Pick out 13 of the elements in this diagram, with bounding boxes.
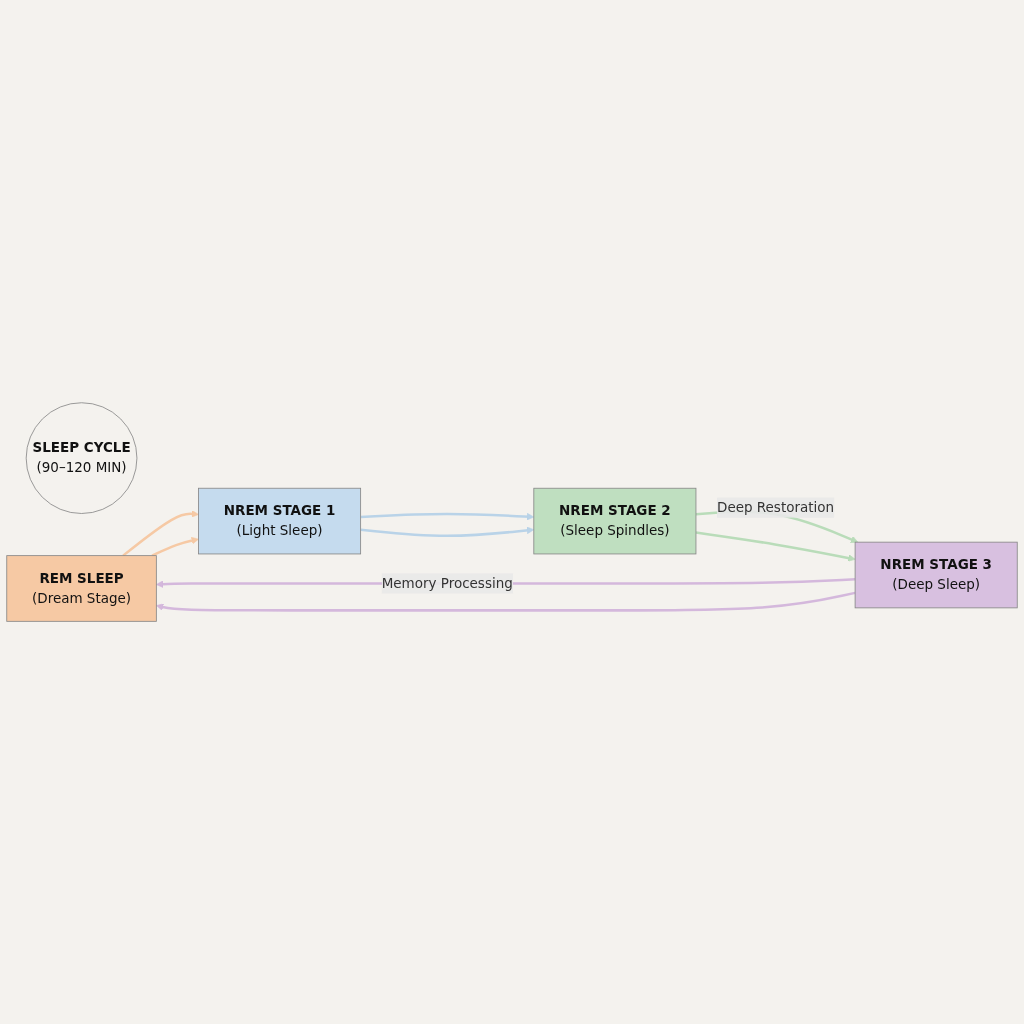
arrow xyxy=(122,510,199,557)
node-box: NREM STAGE 1 (Light Sleep) xyxy=(198,487,362,555)
arrow xyxy=(360,526,535,537)
arrow xyxy=(151,536,199,557)
arrow xyxy=(360,512,535,521)
node-box: NREM STAGE 3 (Deep Sleep) xyxy=(854,541,1018,609)
edge-label: Memory Processing xyxy=(381,574,513,591)
node-box: REM SLEEP (Dream Stage) xyxy=(6,555,157,622)
node-box: NREM STAGE 2 (Sleep Spindles) xyxy=(533,487,697,555)
arrow xyxy=(156,591,856,612)
edge-label: Deep Restoration xyxy=(717,499,835,516)
arrow xyxy=(695,531,856,562)
node-circle: SLEEP CYCLE (90–120 MIN) xyxy=(25,402,138,514)
